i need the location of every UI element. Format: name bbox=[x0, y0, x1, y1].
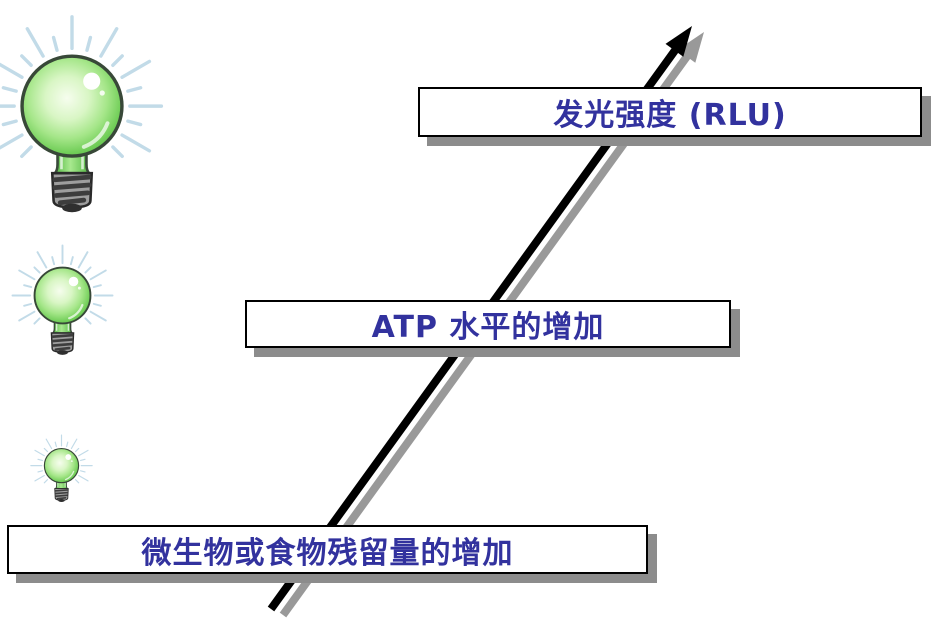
bulb-icon-small bbox=[30, 434, 93, 504]
label-box-atp: ATP 水平的增加 bbox=[245, 300, 731, 348]
label-box-luminescence: 发光强度 (RLU) bbox=[418, 87, 922, 137]
label-luminescence: 发光强度 (RLU) bbox=[553, 98, 787, 133]
bulb-icon-large bbox=[0, 14, 164, 218]
bulb-icon-medium bbox=[11, 244, 114, 358]
label-atp: ATP 水平的增加 bbox=[371, 310, 605, 345]
label-box-residue: 微生物或食物残留量的增加 bbox=[7, 525, 648, 574]
label-residue: 微生物或食物残留量的增加 bbox=[141, 535, 514, 571]
